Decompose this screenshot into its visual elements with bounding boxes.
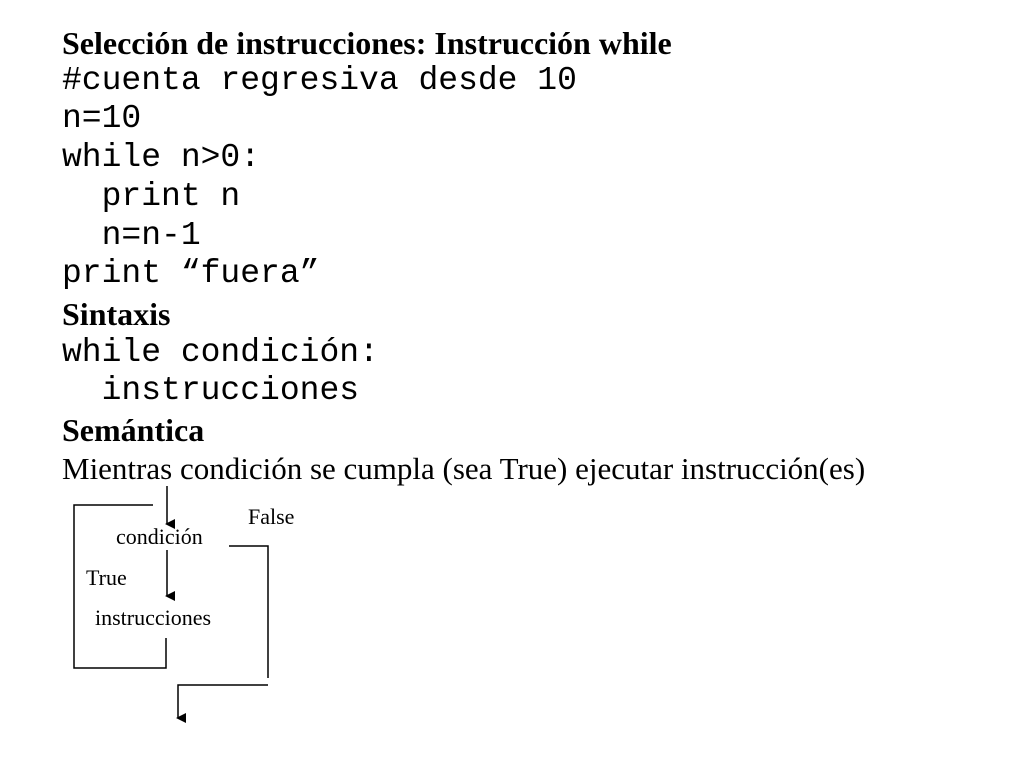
semantics-heading: Semántica	[62, 412, 205, 448]
code-line: n=n-1	[62, 217, 201, 254]
code-comment: #cuenta regresiva desde 10	[62, 62, 577, 99]
syntax-line: while condición:	[62, 334, 379, 371]
instructions-label: instrucciones	[95, 605, 212, 630]
syntax-heading: Sintaxis	[62, 296, 171, 332]
code-line: print n	[62, 178, 241, 215]
loop-back-line	[73, 504, 167, 669]
slide-title: Selección de instrucciones: Instrucción …	[62, 25, 672, 61]
syntax-line: instrucciones	[62, 372, 360, 409]
false-line	[229, 545, 269, 678]
exit-line	[176, 684, 268, 723]
code-line: while n>0:	[62, 139, 261, 176]
false-label: False	[248, 504, 295, 529]
condition-label: condición	[116, 524, 203, 549]
true-label: True	[86, 565, 127, 590]
code-line: n=10	[62, 100, 142, 137]
code-line: print “fuera”	[62, 255, 320, 292]
semantics-text: Mientras condición se cumpla (sea True) …	[62, 451, 866, 486]
